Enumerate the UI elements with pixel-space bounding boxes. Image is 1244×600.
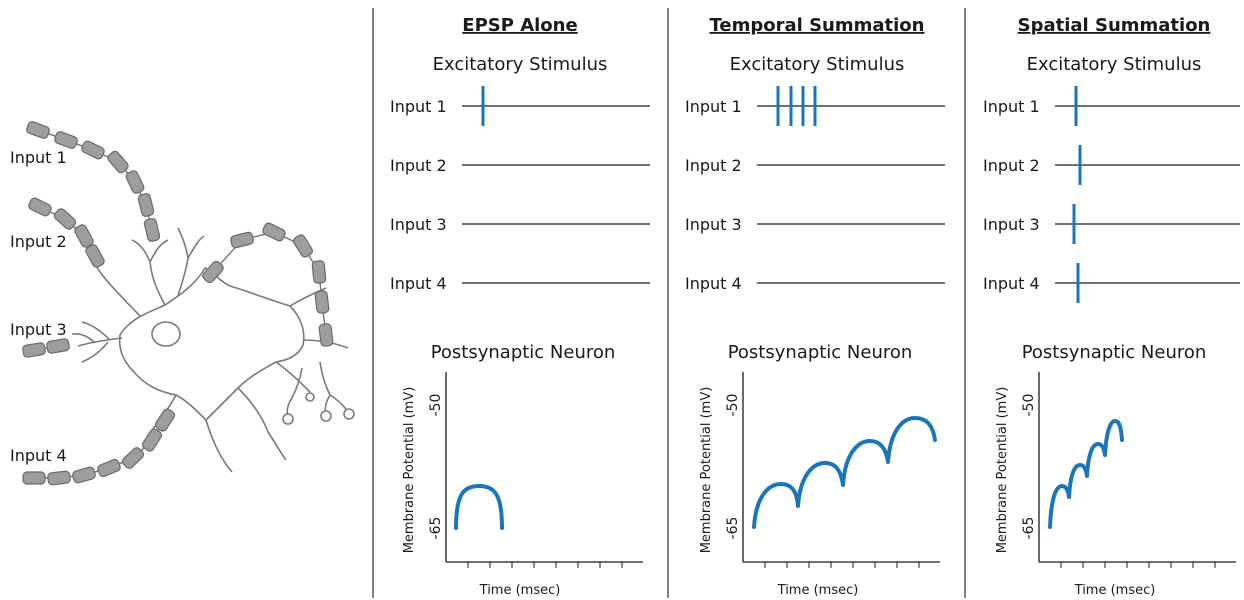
x-axis-ticks — [1060, 562, 1216, 568]
y-axis-label: Membrane Potential (mV) — [402, 387, 417, 554]
epsp-curve — [454, 483, 504, 530]
myelin-segment — [230, 231, 254, 249]
myelin-segment — [74, 224, 94, 248]
y-tick-high: -50 — [725, 394, 741, 417]
myelinated-axons — [22, 121, 334, 486]
dendrite-left — [71, 321, 123, 363]
x-axis-label: Time (msec) — [1074, 583, 1156, 598]
myelin-segment — [53, 208, 77, 230]
axon-terminals — [286, 361, 349, 417]
stimulus-label: Excitatory Stimulus — [433, 54, 608, 75]
y-axis-label: Membrane Potential (mV) — [995, 387, 1010, 554]
temporal-summation-curve — [752, 416, 937, 529]
input-3-label: Input 3 — [983, 215, 1040, 234]
neuron-input-4-label: Input 4 — [10, 446, 67, 465]
panel-title: Temporal Summation — [710, 15, 925, 36]
myelin-segment — [202, 260, 224, 284]
panel-epsp-alone: EPSP Alone Excitatory Stimulus Input 1 I… — [390, 15, 650, 598]
myelin-segment — [22, 342, 46, 358]
postsynaptic-label: Postsynaptic Neuron — [431, 342, 616, 363]
neuron-input-1-label: Input 1 — [10, 148, 67, 167]
input-1-label: Input 1 — [685, 97, 742, 116]
neuron-input-2-label: Input 2 — [10, 232, 67, 251]
stimulus-label: Excitatory Stimulus — [730, 54, 905, 75]
input-2-label: Input 2 — [685, 156, 742, 175]
myelin-segment — [72, 466, 96, 484]
myelin-segment — [46, 338, 70, 354]
myelin-segment — [81, 140, 105, 160]
panel-spatial-summation: Spatial Summation Excitatory Stimulus In… — [983, 15, 1240, 598]
myelin-segment — [47, 470, 71, 486]
x-axis-ticks — [467, 562, 623, 568]
myelin-segment — [154, 408, 176, 432]
y-tick-high: -50 — [1021, 394, 1037, 417]
myelin-segment — [107, 150, 129, 174]
myelin-segment — [85, 244, 105, 268]
panel-title: EPSP Alone — [462, 15, 577, 36]
input-2-label: Input 2 — [390, 156, 447, 175]
input-3-label: Input 3 — [685, 215, 742, 234]
input-3-label: Input 3 — [390, 215, 447, 234]
x-axis-label: Time (msec) — [479, 583, 561, 598]
y-tick-low: -65 — [725, 517, 741, 540]
y-tick-high: -50 — [428, 394, 444, 417]
stimulus-label: Excitatory Stimulus — [1027, 54, 1202, 75]
myelin-segment — [314, 290, 330, 314]
myelin-segment — [54, 131, 78, 149]
terminal-bouton — [343, 408, 355, 420]
myelin-segment — [26, 121, 50, 139]
terminal-bouton — [282, 413, 294, 425]
panel-title: Spatial Summation — [1018, 15, 1211, 36]
y-tick-low: -65 — [1021, 517, 1037, 540]
neuron-illustration: Input 1 Input 2 Input 3 Input 4 — [10, 121, 355, 486]
x-axis-label: Time (msec) — [777, 583, 859, 598]
input-1-label: Input 1 — [390, 97, 447, 116]
myelin-segment — [141, 428, 163, 452]
input-2-label: Input 2 — [983, 156, 1040, 175]
neuron-nucleus — [151, 321, 181, 347]
myelin-segment — [293, 234, 313, 258]
myelin-segment — [97, 458, 121, 478]
myelin-segment — [137, 193, 155, 217]
myelin-segment — [28, 197, 52, 217]
myelin-segment — [311, 260, 327, 284]
neuron-input-3-label: Input 3 — [10, 320, 67, 339]
postsynaptic-label: Postsynaptic Neuron — [728, 342, 913, 363]
myelin-segment — [121, 447, 145, 469]
panel-temporal-summation: Temporal Summation Excitatory Stimulus I… — [685, 15, 945, 598]
y-axis-label: Membrane Potential (mV) — [699, 387, 714, 554]
stimulus-spikes — [776, 86, 817, 126]
terminal-bouton — [305, 392, 315, 402]
myelin-segment — [125, 170, 145, 194]
myelin-segment — [143, 218, 161, 242]
myelin-segment — [262, 222, 286, 242]
input-4-label: Input 4 — [390, 274, 447, 293]
y-tick-low: -65 — [428, 517, 444, 540]
postsynaptic-label: Postsynaptic Neuron — [1022, 342, 1207, 363]
dendrite-upper — [85, 227, 205, 317]
neuron-soma — [118, 267, 305, 421]
input-4-label: Input 4 — [685, 274, 742, 293]
input-4-label: Input 4 — [983, 274, 1040, 293]
myelin-segment — [22, 471, 46, 485]
spatial-summation-curve — [1048, 419, 1124, 529]
input-1-label: Input 1 — [983, 97, 1040, 116]
myelin-segment — [318, 323, 334, 347]
x-axis-ticks — [764, 562, 920, 568]
terminal-bouton — [320, 410, 332, 422]
